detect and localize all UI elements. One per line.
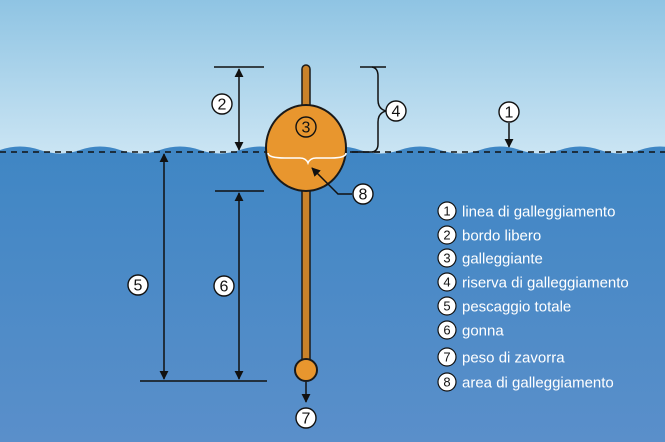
callout-6-number: 6 [220,279,229,296]
callout-4: 4 [385,100,407,122]
callout-8-number: 8 [359,187,368,204]
legend-item-number: 2 [443,228,450,243]
legend-item-number: 8 [443,375,450,390]
legend-item-number: 7 [443,350,450,365]
callout-7-number: 7 [302,411,311,428]
callout-6: 6 [213,275,235,297]
legend-item-label: galleggiante [462,251,543,268]
float-body [265,104,347,192]
legend-item-label: riserva di galleggiamento [462,275,629,292]
legend-item-number: 4 [443,275,450,290]
callout-1-number: 1 [505,105,514,122]
legend-item-number: 1 [443,204,450,219]
water [0,146,665,442]
legend-item-label: area di galleggiamento [462,375,614,392]
legend-item: 3 galleggiante [437,248,543,268]
waterplane-pointer [311,167,352,195]
legend-item-label: bordo libero [462,228,541,245]
legend-item-label: pescaggio totale [462,299,571,316]
legend-item: 2 bordo libero [437,225,541,245]
callout-2: 2 [211,93,233,115]
legend-item-label: gonna [462,323,504,340]
legend-item: 5 pescaggio totale [437,296,571,316]
callout-7: 7 [295,407,317,429]
callout-5-number: 5 [134,278,143,295]
callout-3: 3 [295,116,317,138]
legend-item: 4 riserva di galleggiamento [437,272,629,292]
legend: 1 linea di galleggiamento 2 bordo libero… [437,201,629,392]
legend-item-number: 3 [443,251,450,266]
callout-2-number: 2 [218,97,227,114]
waterplane-brace [267,152,347,166]
legend-item: 7 peso di zavorra [437,347,565,367]
float-stem [301,177,311,365]
callout-4-number: 4 [392,104,401,121]
legend-item: 1 linea di galleggiamento [437,201,615,221]
legend-item: 8 area di galleggiamento [437,372,614,392]
legend-item-label: peso di zavorra [462,350,565,367]
legend-item-number: 6 [443,323,450,338]
callout-8: 8 [352,183,374,205]
legend-item: 6 gonna [437,320,504,340]
callout-1: 1 [498,101,520,123]
callout-3-number: 3 [302,120,311,137]
legend-item-label: linea di galleggiamento [462,204,615,221]
callout-5: 5 [127,274,149,296]
ballast-weight [294,358,318,382]
legend-item-number: 5 [443,299,450,314]
